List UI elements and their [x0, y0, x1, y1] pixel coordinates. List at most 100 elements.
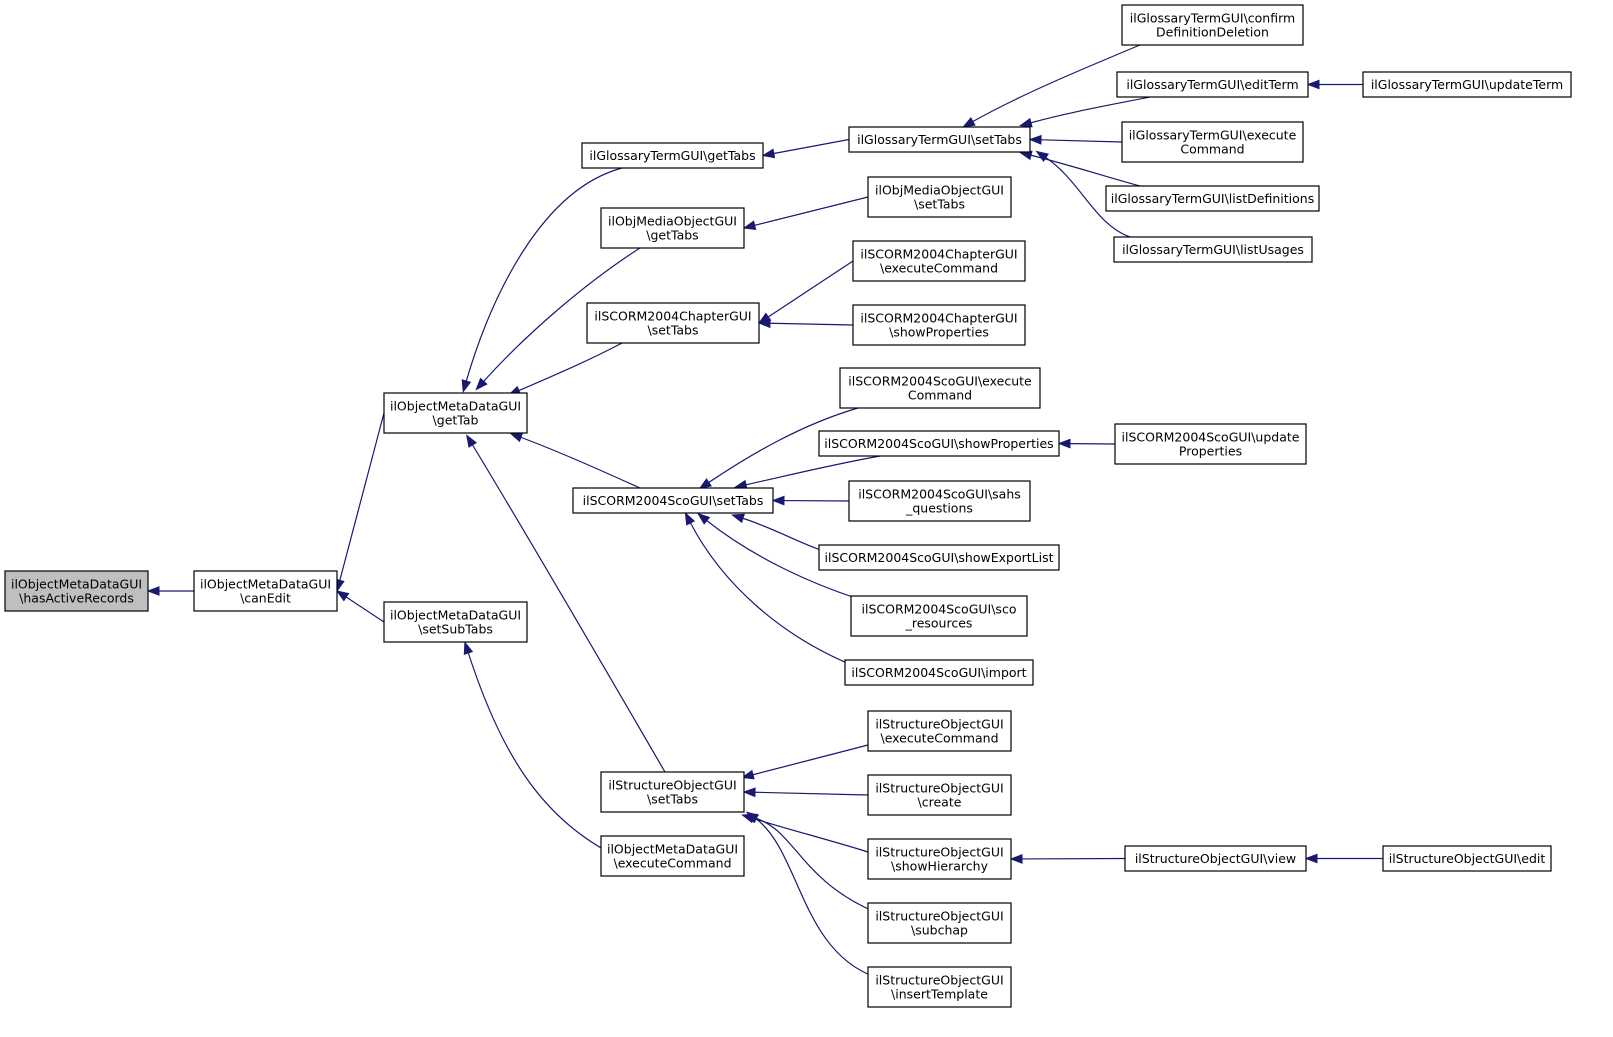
arrowhead [740, 769, 755, 780]
node-box[interactable] [852, 240, 1026, 282]
node-box[interactable] [4, 570, 149, 612]
node-box[interactable] [839, 367, 1041, 409]
node-label: ilObjectMetaDataGUI [200, 577, 331, 592]
node-box[interactable] [572, 487, 774, 514]
node-label: Properties [1179, 444, 1242, 459]
edge-line [769, 322, 854, 326]
edge-gtEdit-to-gtSetTabs [1019, 96, 1151, 128]
node-box[interactable] [818, 544, 1060, 571]
node-box[interactable] [600, 771, 745, 813]
node-box[interactable] [1362, 71, 1572, 98]
edge-getTab-to-canEdit [335, 412, 385, 593]
node-label: ilSCORM2004ScoGUI\setTabs [583, 493, 764, 508]
node-box[interactable] [850, 595, 1028, 637]
node-box[interactable] [581, 142, 764, 169]
node-scoExport[interactable]: ilSCORM2004ScoGUI\showExportList [818, 544, 1060, 571]
node-getTab[interactable]: ilObjectMetaDataGUI\getTab [383, 392, 528, 434]
arrowhead [1035, 150, 1049, 162]
node-label: DefinitionDeletion [1156, 25, 1269, 40]
node-box[interactable] [1121, 4, 1304, 46]
node-box[interactable] [1382, 845, 1552, 872]
node-box[interactable] [1116, 71, 1309, 98]
edge-line [971, 44, 1141, 123]
node-root[interactable]: ilObjectMetaDataGUI\hasActiveRecords [4, 570, 149, 612]
node-gtExec[interactable]: ilGlossaryTermGUI\executeCommand [1121, 121, 1304, 163]
node-scoImport[interactable]: ilSCORM2004ScoGUI\import [844, 659, 1034, 686]
edge-gtExec-to-gtSetTabs [1028, 134, 1123, 145]
node-omdExec[interactable]: ilObjectMetaDataGUI\executeCommand [600, 835, 745, 877]
node-box[interactable] [867, 838, 1012, 880]
node-label: ilSCORM2004ScoGUI\showExportList [825, 550, 1054, 565]
node-gtEdit[interactable]: ilGlossaryTermGUI\editTerm [1116, 71, 1309, 98]
node-chShow[interactable]: ilSCORM2004ChapterGUI\showProperties [852, 304, 1026, 346]
node-box[interactable] [600, 207, 745, 249]
node-stInsert[interactable]: ilStructureObjectGUI\insertTemplate [867, 966, 1012, 1008]
node-box[interactable] [852, 304, 1026, 346]
edge-line [754, 791, 869, 796]
node-box[interactable] [193, 570, 338, 612]
edge-setSubTabs-to-canEdit [335, 590, 385, 623]
node-box[interactable] [1114, 423, 1307, 465]
node-gtListUse[interactable]: ilGlossaryTermGUI\listUsages [1113, 236, 1313, 263]
node-chSetTabs[interactable]: ilSCORM2004ChapterGUI\setTabs [586, 302, 760, 344]
node-setSubTabs[interactable]: ilObjectMetaDataGUI\setSubTabs [383, 601, 528, 643]
node-canEdit[interactable]: ilObjectMetaDataGUI\canEdit [193, 570, 338, 612]
edge-gtGetTabs-to-getTab [461, 167, 623, 393]
node-chExec[interactable]: ilSCORM2004ChapterGUI\executeCommand [852, 240, 1026, 282]
node-label: ilGlossaryTermGUI\listDefinitions [1111, 191, 1314, 206]
node-box[interactable] [383, 392, 528, 434]
edge-line [1044, 156, 1131, 238]
node-box[interactable] [818, 430, 1060, 457]
edge-stEdit-to-stView [1304, 853, 1383, 864]
node-stEdit[interactable]: ilStructureObjectGUI\edit [1382, 845, 1552, 872]
node-box[interactable] [867, 966, 1012, 1008]
node-gtUpdate[interactable]: ilGlossaryTermGUI\updateTerm [1362, 71, 1572, 98]
node-label: ilGlossaryTermGUI\getTabs [589, 148, 755, 163]
node-label: _resources [905, 616, 973, 631]
node-omSetTabs[interactable]: ilObjMediaObjectGUI\setTabs [867, 176, 1012, 218]
node-box[interactable] [848, 480, 1031, 522]
node-scoSetTabs[interactable]: ilSCORM2004ScoGUI\setTabs [572, 487, 774, 514]
node-box[interactable] [1113, 236, 1313, 263]
node-box[interactable] [600, 835, 745, 877]
node-label: ilStructureObjectGUI\edit [1389, 851, 1546, 866]
node-gtGetTabs[interactable]: ilGlossaryTermGUI\getTabs [581, 142, 764, 169]
node-scoRes[interactable]: ilSCORM2004ScoGUI\sco_resources [850, 595, 1028, 637]
edge-gtListUse-to-gtSetTabs [1035, 150, 1131, 238]
node-stView[interactable]: ilStructureObjectGUI\view [1124, 845, 1307, 872]
node-box[interactable] [867, 710, 1012, 752]
node-box[interactable] [867, 902, 1012, 944]
arrowhead [731, 513, 745, 524]
node-scoShow[interactable]: ilSCORM2004ScoGUI\showProperties [818, 430, 1060, 457]
node-gtSetTabs[interactable]: ilGlossaryTermGUI\setTabs [848, 126, 1031, 153]
edge-omGetTabs-to-getTab [475, 247, 641, 391]
edge-line [467, 651, 621, 859]
node-box[interactable] [1105, 185, 1320, 212]
node-box[interactable] [848, 126, 1031, 153]
node-stExec[interactable]: ilStructureObjectGUI\executeCommand [867, 710, 1012, 752]
node-scoExec[interactable]: ilSCORM2004ScoGUI\executeCommand [839, 367, 1041, 409]
node-box[interactable] [867, 774, 1012, 816]
node-label: ilSCORM2004ScoGUI\sahs [858, 487, 1021, 502]
node-box[interactable] [1124, 845, 1307, 872]
node-label: ilStructureObjectGUI\view [1135, 851, 1296, 866]
node-omGetTabs[interactable]: ilObjMediaObjectGUI\getTabs [600, 207, 745, 249]
node-box[interactable] [383, 601, 528, 643]
node-label: ilObjectMetaDataGUI [390, 608, 521, 623]
node-stCreate[interactable]: ilStructureObjectGUI\create [867, 774, 1012, 816]
node-box[interactable] [1121, 121, 1304, 163]
node-scoSahs[interactable]: ilSCORM2004ScoGUI\sahs_questions [848, 480, 1031, 522]
node-box[interactable] [586, 302, 760, 344]
node-box[interactable] [844, 659, 1034, 686]
node-stShowH[interactable]: ilStructureObjectGUI\showHierarchy [867, 838, 1012, 880]
arrowhead [1028, 134, 1042, 145]
node-stSubchap[interactable]: ilStructureObjectGUI\subchap [867, 902, 1012, 944]
node-box[interactable] [867, 176, 1012, 218]
node-label: ilGlossaryTermGUI\updateTerm [1371, 77, 1563, 92]
edge-line [519, 436, 641, 489]
node-gtConfirm[interactable]: ilGlossaryTermGUI\confirmDefinitionDelet… [1121, 4, 1304, 46]
node-stSetTabs[interactable]: ilStructureObjectGUI\setTabs [600, 771, 745, 813]
node-gtListDef[interactable]: ilGlossaryTermGUI\listDefinitions [1105, 185, 1320, 212]
